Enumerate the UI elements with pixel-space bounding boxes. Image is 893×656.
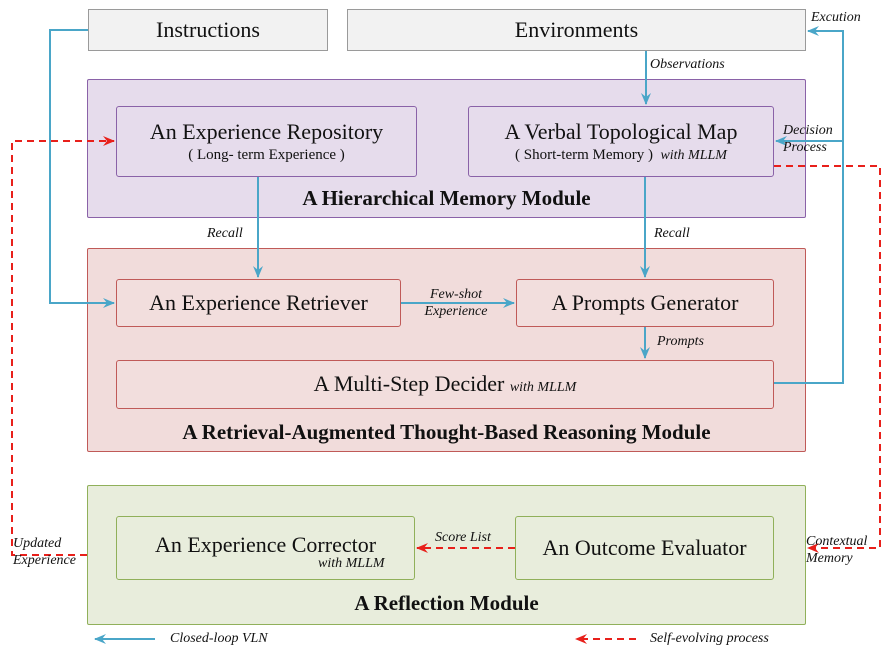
execution-arrow [774, 26, 844, 384]
reasoning-module-title: A Retrieval-Augmented Thought-Based Reas… [182, 420, 711, 444]
experience-repository-title: An Experience Repository [149, 118, 384, 144]
prompts-generator-label: A Prompts Generator [551, 289, 739, 315]
memory-module-title: A Hierarchical Memory Module [302, 186, 591, 210]
experience-retriever-label: An Experience Retriever [149, 289, 368, 315]
verbal-topological-map-box: A Verbal Topological Map ( Short-term Me… [468, 106, 774, 177]
corrector-mllm-tag: with MLLM [318, 556, 385, 571]
experience-repository-box: An Experience Repository ( Long- term Ex… [116, 106, 417, 177]
instructions-arrow [49, 29, 115, 308]
experience-corrector-label: An Experience Corrector [154, 531, 377, 557]
contextual-memory-arrow [774, 165, 881, 553]
observations-label: Observations [650, 57, 725, 72]
experience-corrector-box: An Experience Corrector [116, 516, 415, 580]
multi-step-decider-label: A Multi-Step Decider [313, 371, 505, 397]
recall-left-label: Recall [207, 226, 243, 241]
environments-box: Environments [347, 9, 806, 51]
experience-repository-subtitle: ( Long- term Experience ) [188, 147, 345, 164]
verbal-topological-map-subtitle: ( Short-term Memory ) [515, 147, 653, 164]
reflection-module-title: A Reflection Module [354, 591, 539, 615]
decider-mllm-tag: with MLLM [509, 380, 577, 396]
prompts-generator-box: A Prompts Generator [516, 279, 774, 327]
prompts-label: Prompts [657, 334, 704, 349]
experience-retriever-box: An Experience Retriever [116, 279, 401, 327]
multi-step-decider-box: A Multi-Step Decider with MLLM [116, 360, 774, 409]
outcome-evaluator-box: An Outcome Evaluator [515, 516, 774, 580]
environments-label: Environments [514, 17, 639, 42]
verbal-topological-map-title: A Verbal Topological Map [504, 118, 738, 144]
recall-right-label: Recall [654, 226, 690, 241]
map-mllm-tag: with MLLM [660, 148, 727, 164]
instructions-box: Instructions [88, 9, 328, 51]
score-list-label: Score List [435, 530, 491, 545]
legend-self-evolving-label: Self-evolving process [650, 631, 769, 646]
outcome-evaluator-label: An Outcome Evaluator [542, 534, 747, 560]
excution-label: Excution [811, 10, 861, 25]
updated-experience-arrow [11, 136, 115, 556]
instructions-label: Instructions [156, 17, 260, 42]
legend-closed-loop-label: Closed-loop VLN [170, 631, 268, 646]
